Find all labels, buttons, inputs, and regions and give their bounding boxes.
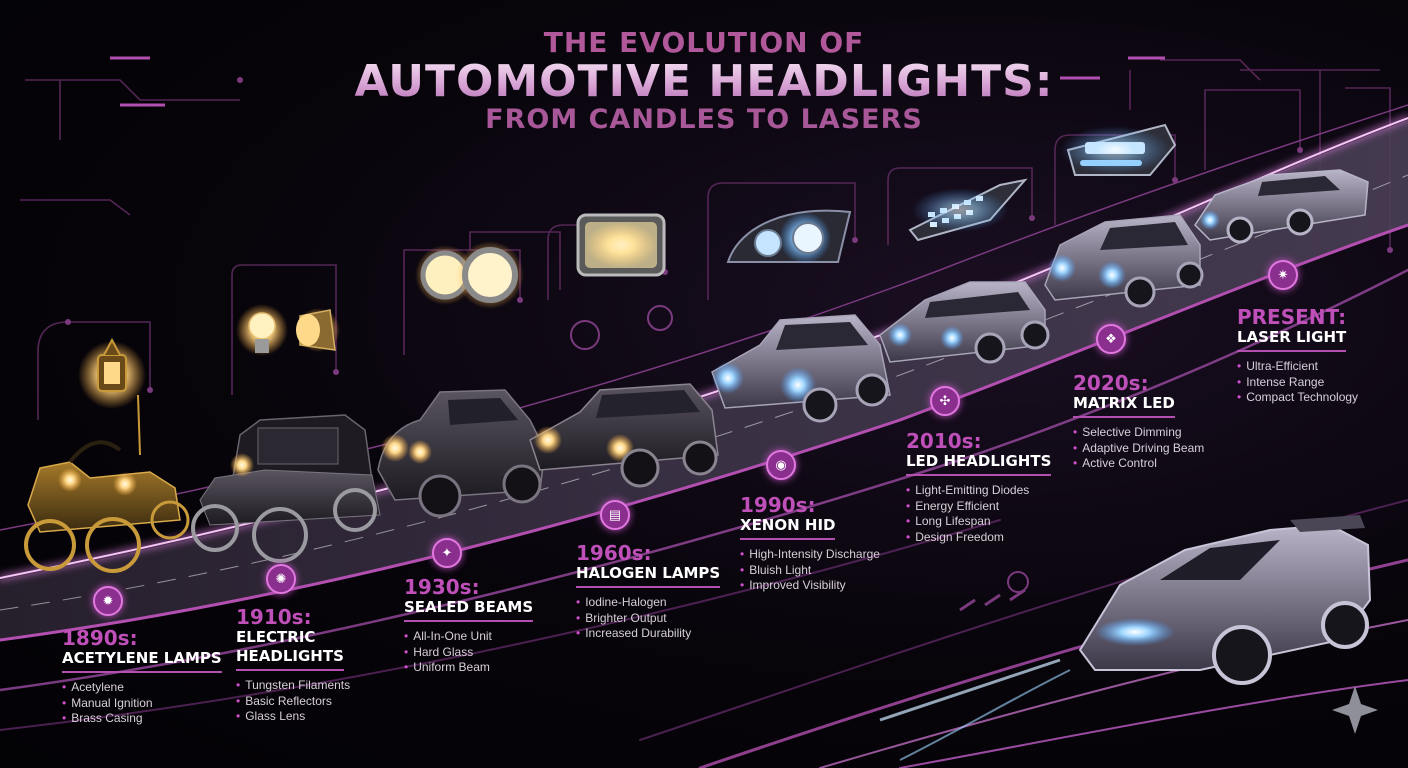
- era-year: 1890s:: [62, 626, 138, 650]
- feature-item: Glass Lens: [236, 709, 350, 725]
- car-1960s: [529, 383, 719, 488]
- era-year: 2020s:: [1073, 371, 1149, 395]
- car-1990s: [711, 314, 891, 423]
- feature-list: Iodine-Halogen Brighter Output Increased…: [576, 595, 720, 642]
- era-name: XENON HID: [740, 516, 836, 540]
- feature-item: Brighter Output: [576, 611, 720, 627]
- accent-streaks: [110, 56, 1165, 107]
- feature-item: Iodine-Halogen: [576, 595, 720, 611]
- era-name: LASER LIGHT: [1237, 328, 1347, 352]
- era-present: PRESENT: LASER LIGHT Ultra-Efficient Int…: [1237, 306, 1358, 406]
- led-icon: ✣: [930, 386, 960, 416]
- car-1890s: [24, 440, 190, 573]
- era-1990s: 1990s: XENON HID High-Intensity Discharg…: [740, 494, 880, 594]
- led-illustration: [908, 178, 1028, 242]
- laser-icon: ✷: [1268, 260, 1298, 290]
- era-year: 1990s:: [740, 493, 816, 517]
- matrix-icon: ❖: [1096, 324, 1126, 354]
- era-name-line-2: HEADLIGHTS: [236, 647, 344, 671]
- feature-item: Compact Technology: [1237, 390, 1358, 406]
- feature-item: Improved Visibility: [740, 578, 880, 594]
- feature-item: Active Control: [1073, 456, 1204, 472]
- feature-item: Brass Casing: [62, 711, 222, 727]
- feature-item: Intense Range: [1237, 375, 1358, 391]
- era-year: 1910s:: [236, 605, 312, 629]
- lantern-illustration: [78, 337, 146, 456]
- feature-item: Acetylene: [62, 680, 222, 696]
- feature-list: Tungsten Filaments Basic Reflectors Glas…: [236, 678, 350, 725]
- era-1910s: 1910s: ELECTRIC HEADLIGHTS Tungsten Fila…: [236, 606, 350, 725]
- era-2020s: 2020s: MATRIX LED Selective Dimming Adap…: [1073, 372, 1204, 472]
- car-2010s: [879, 281, 1050, 364]
- feature-item: Hard Glass: [404, 645, 533, 661]
- era-1960s: 1960s: HALOGEN LAMPS Iodine-Halogen Brig…: [576, 541, 721, 642]
- feature-item: High-Intensity Discharge: [740, 547, 880, 563]
- bulb-illustration: [236, 304, 340, 356]
- feature-item: Manual Ignition: [62, 696, 222, 712]
- era-name: LED HEADLIGHTS: [906, 452, 1052, 476]
- era-1890s: 1890s: ACETYLENE LAMPS Acetylene Manual …: [62, 627, 222, 727]
- era-year: 2010s:: [906, 429, 982, 453]
- matrix-illustration: [1060, 123, 1177, 176]
- bulb-icon: ✺: [266, 564, 296, 594]
- era-2010s: 2010s: LED HEADLIGHTS Light-Emitting Dio…: [906, 429, 1052, 545]
- sealed-beam-illustration: [415, 241, 524, 309]
- feature-list: High-Intensity Discharge Bluish Light Im…: [740, 547, 880, 594]
- feature-item: Ultra-Efficient: [1237, 359, 1358, 375]
- xenon-illustration: [726, 209, 852, 264]
- car-present: [1194, 169, 1369, 244]
- flame-icon: ✹: [93, 586, 123, 616]
- feature-item: Adaptive Driving Beam: [1073, 441, 1204, 457]
- car-2020s: [1044, 214, 1204, 308]
- circuit-nodes: [65, 77, 1393, 393]
- era-name: ACETYLENE LAMPS: [62, 649, 222, 673]
- era-name: HALOGEN LAMPS: [576, 564, 721, 588]
- hid-icon: ◉: [766, 450, 796, 480]
- era-name: SEALED BEAMS: [404, 598, 534, 622]
- title-line-2: AUTOMOTIVE HEADLIGHTS:: [0, 56, 1408, 107]
- feature-item: Light-Emitting Diodes: [906, 483, 1051, 499]
- lamp-icon: ✦: [432, 538, 462, 568]
- feature-item: Long Lifespan: [906, 514, 1051, 530]
- feature-item: All-In-One Unit: [404, 629, 533, 645]
- title-line-3: FROM CANDLES TO LASERS: [485, 104, 923, 135]
- car-1910s: [191, 414, 381, 563]
- feature-item: Selective Dimming: [1073, 425, 1204, 441]
- feature-item: Uniform Beam: [404, 660, 533, 676]
- era-year: PRESENT:: [1237, 305, 1347, 329]
- title-line-1: THE EVOLUTION OF: [543, 26, 865, 59]
- feature-list: Selective Dimming Adaptive Driving Beam …: [1073, 425, 1204, 472]
- hero-supercar: [879, 515, 1372, 761]
- feature-list: Light-Emitting Diodes Energy Efficient L…: [906, 483, 1051, 545]
- era-1930s: 1930s: SEALED BEAMS All-In-One Unit Hard…: [404, 575, 534, 676]
- era-name: MATRIX LED: [1073, 394, 1175, 418]
- feature-item: Tungsten Filaments: [236, 678, 350, 694]
- sparkle-icon: [1332, 686, 1378, 734]
- halogen-illustration: [570, 213, 673, 350]
- feature-item: Basic Reflectors: [236, 694, 350, 710]
- feature-item: Increased Durability: [576, 626, 720, 642]
- feature-list: All-In-One Unit Hard Glass Uniform Beam: [404, 629, 533, 676]
- era-year: 1930s:: [404, 575, 480, 599]
- feature-item: Energy Efficient: [906, 499, 1051, 515]
- car-1930s: [377, 389, 546, 518]
- feature-list: Acetylene Manual Ignition Brass Casing: [62, 680, 222, 727]
- feature-item: Design Freedom: [906, 530, 1051, 546]
- era-name-line-1: ELECTRIC: [236, 628, 316, 646]
- feature-list: Ultra-Efficient Intense Range Compact Te…: [1237, 359, 1358, 406]
- era-year: 1960s:: [576, 541, 652, 565]
- feature-item: Bluish Light: [740, 563, 880, 579]
- halogen-icon: ▤: [600, 500, 630, 530]
- circuit-lines: [20, 59, 1391, 420]
